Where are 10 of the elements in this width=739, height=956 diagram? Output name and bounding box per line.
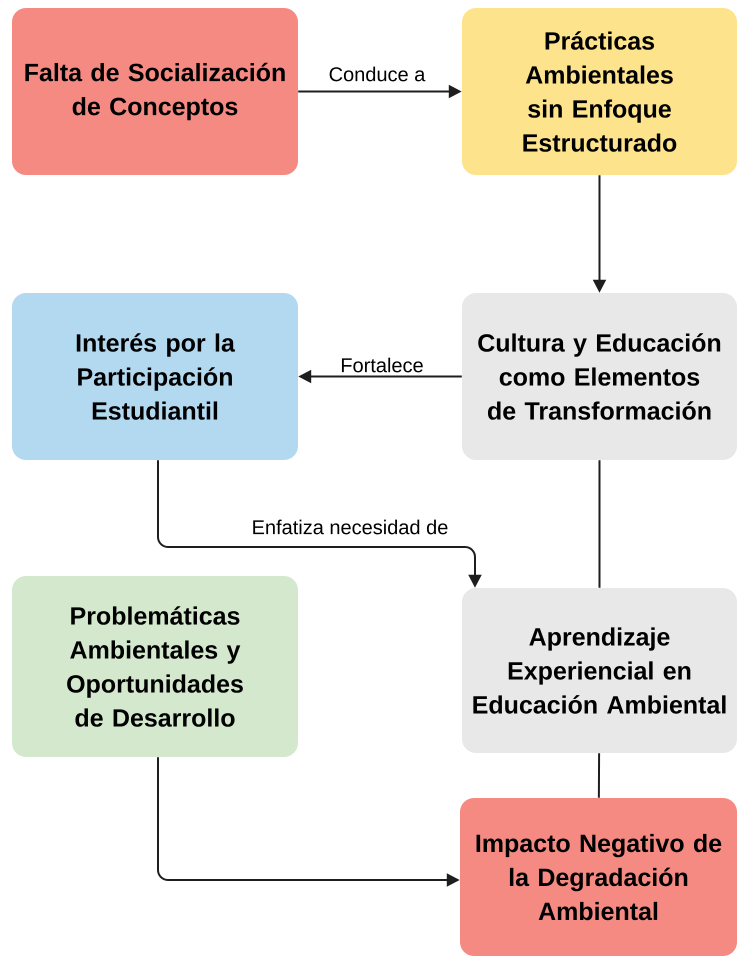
process-box: Falta de Socialización de Conceptos [12,8,298,175]
process-box: Prácticas Ambientales sin Enfoque Estructurado [462,8,737,175]
edge-label: Conduce a [326,64,428,84]
process-box: Cultura y Educación como Elementos de Transformación [462,293,737,460]
edge-label: Enfatiza necesidad de [250,518,450,536]
edge-label: Fortalece [338,356,426,374]
process-box: Aprendizaje Experiencial en Educación Ambiental [462,588,737,753]
process-box: Problemáticas Ambientales y Oportunidades de Desarrollo [12,576,298,757]
process-box: Impacto Negativo de la Degradación Ambiental [460,798,737,956]
process-box: Interés por la Participación Estudiantil [12,293,298,460]
